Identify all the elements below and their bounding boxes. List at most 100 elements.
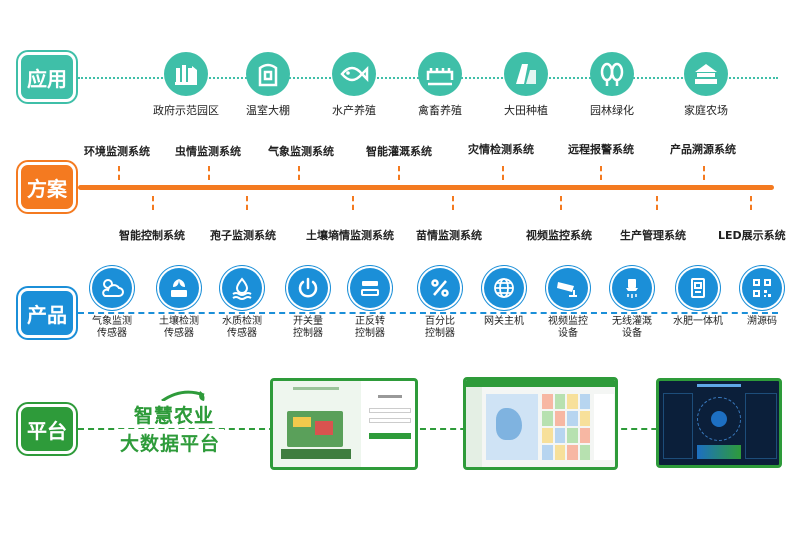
- product-label-line2: 传感器: [164, 328, 194, 339]
- app-item-gov-park[interactable]: 政府示范园区: [146, 52, 226, 118]
- app-label: 水产养殖: [332, 104, 376, 117]
- product-item-trace-code[interactable]: 溯源码: [726, 268, 798, 328]
- platform-screenshot-bigscreen[interactable]: [656, 378, 782, 468]
- percent-icon: [420, 268, 460, 308]
- product-label-line2: 传感器: [227, 328, 257, 339]
- product-label-line1: 无线灌溉: [612, 316, 652, 327]
- product-label-line2: 设备: [558, 328, 578, 339]
- field-icon: [504, 52, 548, 96]
- product-label-line2: 控制器: [425, 328, 455, 339]
- app-item-greenhouse[interactable]: 温室大棚: [228, 52, 308, 118]
- fish-icon: [332, 52, 376, 96]
- product-item-percent-controller[interactable]: 百分比控制器: [404, 268, 476, 340]
- app-item-field[interactable]: 大田种植: [486, 52, 566, 118]
- app-item-landscape[interactable]: 园林绿化: [572, 52, 652, 118]
- product-item-irrigation-device[interactable]: 无线灌溉设备: [596, 268, 668, 340]
- solution-top-label: 气象监测系统: [268, 145, 334, 158]
- product-label-line2: 设备: [622, 328, 642, 339]
- app-item-aquaculture[interactable]: 水产养殖: [314, 52, 394, 118]
- solution-tick: [600, 166, 602, 180]
- camera-icon: [548, 268, 588, 308]
- row-label-platform: 平台: [18, 404, 76, 454]
- qrcode-icon: [742, 268, 782, 308]
- row-label-solution: 方案: [18, 162, 76, 212]
- solution-bottom-label: 智能控制系统: [119, 229, 185, 242]
- greenhouse-icon: [246, 52, 290, 96]
- product-item-water-sensor[interactable]: 水质检测传感器: [206, 268, 278, 340]
- solution-bottom-label: 视频监控系统: [526, 229, 592, 242]
- product-label-line1: 土壤检测: [159, 316, 199, 327]
- app-item-livestock[interactable]: 禽畜养殖: [400, 52, 480, 118]
- solution-bottom-label: 土壤墒情监测系统: [306, 229, 394, 242]
- product-label-line1: 水肥一体机: [673, 316, 723, 327]
- product-label-line1: 正反转: [355, 316, 385, 327]
- farm-icon: [684, 52, 728, 96]
- row-label-product: 产品: [18, 288, 76, 338]
- product-item-soil-sensor[interactable]: 土壤检测传感器: [143, 268, 215, 340]
- solution-tick: [750, 196, 752, 210]
- solution-bottom-label: 孢子监测系统: [210, 229, 276, 242]
- product-item-reverse-controller[interactable]: 正反转控制器: [334, 268, 406, 340]
- login-form: [367, 391, 413, 457]
- product-label-line1: 水质检测: [222, 316, 262, 327]
- app-label: 家庭农场: [684, 104, 728, 117]
- app-label: 禽畜养殖: [418, 104, 462, 117]
- platform-connector: [78, 428, 778, 430]
- logo-leaf-icon: [161, 390, 205, 403]
- solution-tick: [560, 196, 562, 210]
- product-label-line1: 开关量: [293, 316, 323, 327]
- solution-top-label: 灾情检测系统: [468, 143, 534, 156]
- product-connector: [78, 312, 778, 314]
- solution-top-label: 环境监测系统: [84, 145, 150, 158]
- fertilizer-icon: [678, 268, 718, 308]
- weather-icon: [92, 268, 132, 308]
- solution-tick: [208, 166, 210, 180]
- soil-icon: [159, 268, 199, 308]
- solution-tick: [246, 196, 248, 210]
- app-label: 大田种植: [504, 104, 548, 117]
- solution-tick: [118, 166, 120, 180]
- irrigation-icon: [612, 268, 652, 308]
- product-label-line1: 网关主机: [484, 316, 524, 327]
- product-item-weather-sensor[interactable]: 气象监测传感器: [76, 268, 148, 340]
- dashboard-tiles: [542, 394, 590, 460]
- livestock-icon: [418, 52, 462, 96]
- product-item-gateway[interactable]: 网关主机: [468, 268, 540, 328]
- power-icon: [288, 268, 328, 308]
- solution-bottom-label: 生产管理系统: [620, 229, 686, 242]
- solution-tick: [502, 166, 504, 180]
- solution-bottom-label: 苗情监测系统: [416, 229, 482, 242]
- solution-tick: [298, 166, 300, 180]
- water-icon: [222, 268, 262, 308]
- reverse-icon: [350, 268, 390, 308]
- product-item-video-device[interactable]: 视频监控设备: [532, 268, 604, 340]
- solution-tick: [703, 166, 705, 180]
- login-illustration: [273, 381, 361, 467]
- solution-tick: [656, 196, 658, 210]
- product-item-fertilizer-machine[interactable]: 水肥一体机: [662, 268, 734, 328]
- solution-tick: [152, 196, 154, 210]
- product-label-line2: 传感器: [97, 328, 127, 339]
- app-item-family-farm[interactable]: 家庭农场: [666, 52, 746, 118]
- solution-top-label: 远程报警系统: [568, 143, 634, 156]
- app-label: 温室大棚: [246, 104, 290, 117]
- solution-tick: [398, 166, 400, 180]
- solution-top-label: 虫情监测系统: [175, 145, 241, 158]
- tree-icon: [590, 52, 634, 96]
- dashboard-map: [486, 394, 538, 460]
- solution-top-label: 产品溯源系统: [670, 143, 736, 156]
- login-button: [369, 433, 411, 439]
- product-label-line1: 溯源码: [747, 316, 777, 327]
- product-label-line2: 控制器: [355, 328, 385, 339]
- product-label-line2: 控制器: [293, 328, 323, 339]
- product-item-switch-controller[interactable]: 开关量控制器: [272, 268, 344, 340]
- solution-timeline: [78, 185, 774, 190]
- logo-line1: 智慧农业: [130, 401, 219, 428]
- logo-line2: 大数据平台: [116, 429, 225, 456]
- platform-screenshot-login[interactable]: [270, 378, 418, 470]
- product-label-line1: 气象监测: [92, 316, 132, 327]
- row-label-apply: 应用: [18, 52, 76, 102]
- platform-screenshot-dashboard[interactable]: [463, 377, 618, 470]
- solution-top-label: 智能灌溉系统: [366, 145, 432, 158]
- solution-bottom-label: LED展示系统: [718, 229, 786, 242]
